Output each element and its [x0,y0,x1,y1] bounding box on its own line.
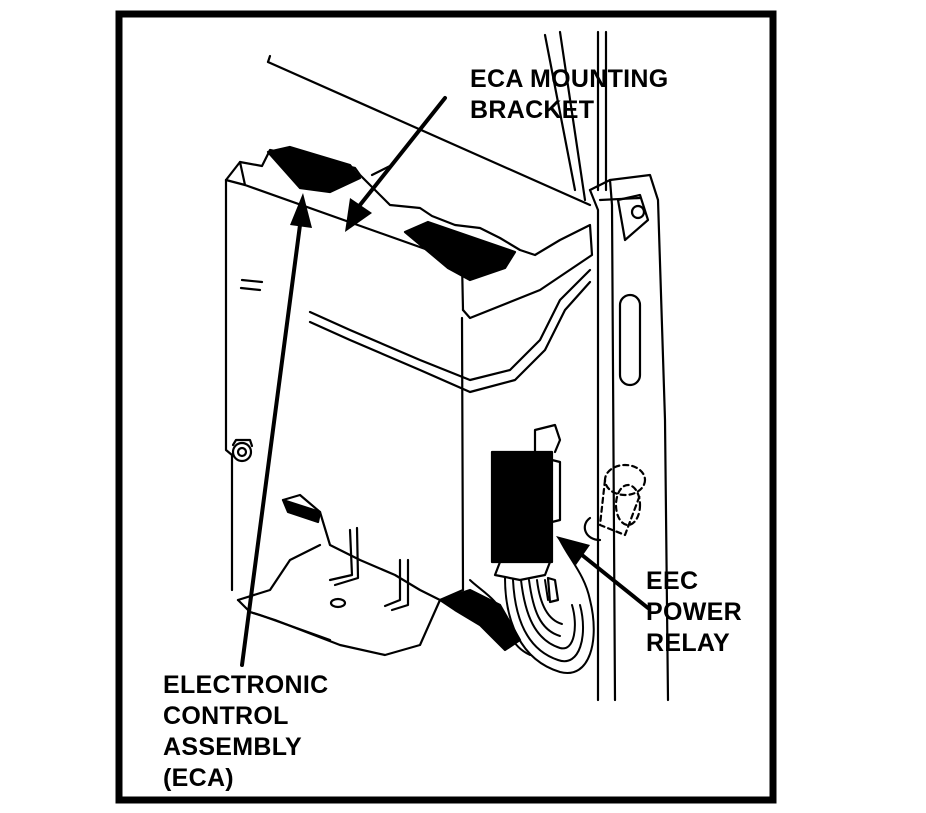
arrow-to-bracket-head [345,198,372,232]
label-eec-power-relay: EEC POWER RELAY [646,566,742,659]
label-electronic-control-assembly: ELECTRONIC CONTROL ASSEMBLY (ECA) [163,670,329,794]
label-line: BRACKET [470,96,595,124]
leader-arrows [240,96,650,667]
label-line: RELAY [646,629,730,657]
bracket-pad-right [403,220,517,282]
label-line: ELECTRONIC [163,671,329,699]
eca-body [230,316,465,602]
vertical-post [583,173,670,702]
label-eca-mounting-bracket: ECA MOUNTING BRACKET [470,64,669,126]
arrow-to-eca [240,223,302,667]
arrow-to-relay [580,553,650,610]
label-line: ASSEMBLY [163,733,303,761]
arrow-to-bracket [358,96,447,207]
bracket-pad-left [266,145,362,194]
arrow-to-relay-head [556,536,590,565]
label-line: CONTROL [163,702,289,730]
eec-power-relay [438,423,595,675]
eca-mounting-bracket [224,148,594,457]
label-line: EEC [646,567,699,595]
label-line: POWER [646,598,742,626]
base-plate [236,493,442,657]
figure-frame [115,10,777,804]
label-line: (ECA) [163,764,234,792]
label-line: ECA MOUNTING [470,65,669,93]
chassis-lines [266,30,608,207]
arrow-to-eca-head [290,193,312,228]
